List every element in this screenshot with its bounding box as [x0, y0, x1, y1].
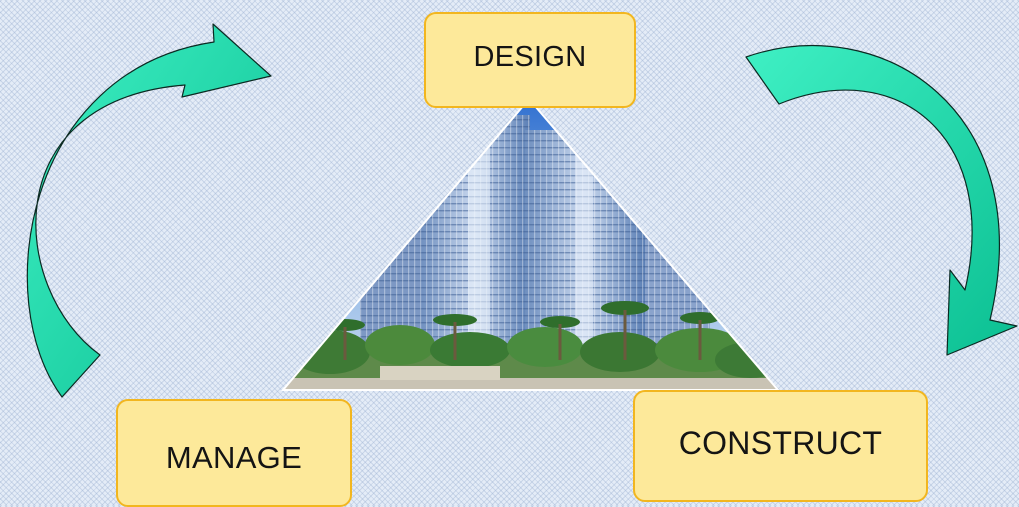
construct-label: CONSTRUCT: [678, 424, 883, 461]
building-photo: [283, 99, 778, 390]
curved-arrow-manage-to-design: [26, 23, 272, 398]
manage-node: MANAGE: [116, 399, 352, 507]
curved-arrow-design-to-construct: [745, 44, 1018, 356]
manage-label: MANAGE: [165, 440, 303, 475]
design-label: DESIGN: [473, 40, 587, 73]
construct-node: CONSTRUCT: [633, 390, 928, 502]
design-node: DESIGN: [424, 12, 636, 108]
triangle-frame: [280, 97, 781, 391]
